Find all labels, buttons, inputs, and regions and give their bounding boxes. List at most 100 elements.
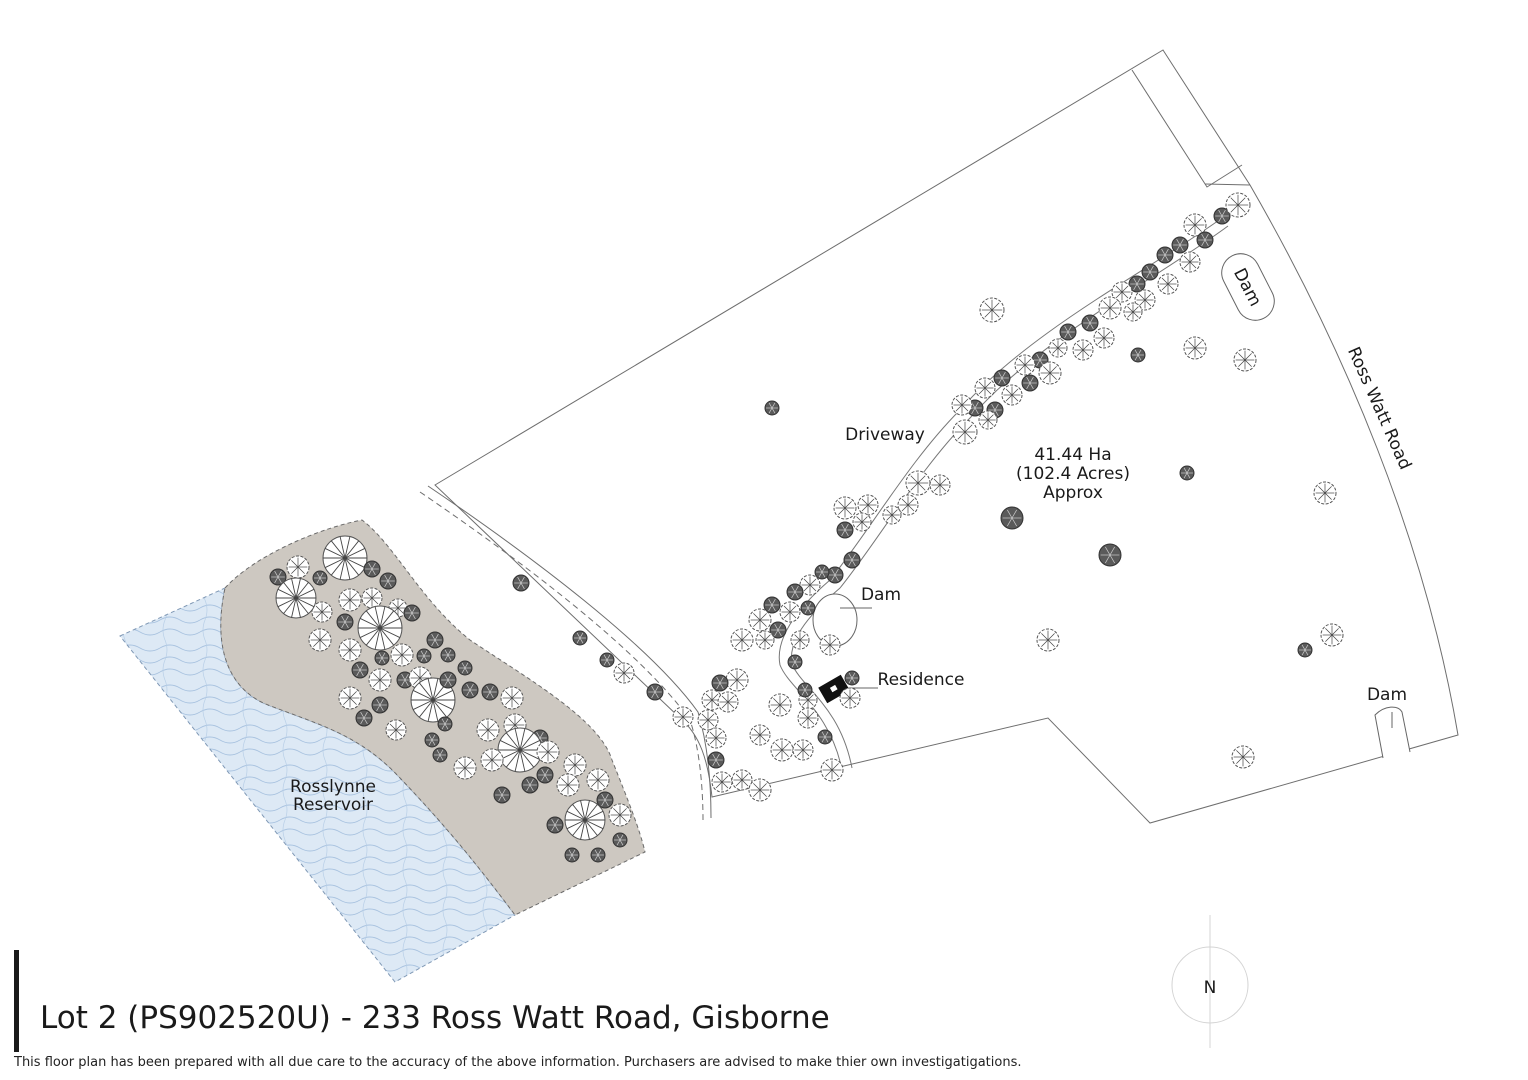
tree-icon bbox=[701, 689, 723, 711]
tree-icon bbox=[1134, 289, 1156, 311]
tree-icon bbox=[374, 650, 390, 666]
reservoir-label-line1: Rosslynne bbox=[290, 777, 376, 797]
tree-icon bbox=[707, 751, 725, 769]
tree-icon bbox=[355, 709, 373, 727]
area-approx-label: Approx bbox=[1043, 483, 1103, 503]
area-acres-label: (102.4 Acres) bbox=[1016, 464, 1130, 484]
tree-icon bbox=[497, 727, 543, 773]
tree-icon bbox=[839, 687, 861, 709]
tree-icon bbox=[608, 803, 632, 827]
tree-icon bbox=[730, 628, 754, 652]
tree-icon bbox=[731, 769, 753, 791]
tree-icon bbox=[1233, 348, 1257, 372]
tree-icon bbox=[1183, 213, 1207, 237]
tree-icon bbox=[748, 778, 772, 802]
tree-icon bbox=[797, 682, 813, 698]
tree-icon bbox=[790, 630, 810, 650]
tree-icon bbox=[564, 799, 606, 841]
tree-icon bbox=[800, 600, 816, 616]
tree-icon bbox=[1313, 481, 1337, 505]
tree-icon bbox=[590, 847, 606, 863]
tree-icon bbox=[978, 410, 998, 430]
tree-icon bbox=[711, 674, 729, 692]
tree-icon bbox=[410, 677, 456, 723]
tree-icon bbox=[493, 786, 511, 804]
tree-icon bbox=[1130, 347, 1146, 363]
north-arrow: N bbox=[1171, 915, 1249, 1048]
tree-icon bbox=[480, 748, 504, 772]
tree-icon bbox=[312, 570, 328, 586]
tree-icon bbox=[852, 512, 872, 532]
tree-icon bbox=[357, 605, 403, 651]
tree-icon bbox=[826, 566, 844, 584]
tree-icon bbox=[1059, 323, 1077, 341]
tree-icon bbox=[461, 681, 479, 699]
dam-east-label: Dam bbox=[1367, 685, 1407, 705]
tree-icon bbox=[769, 621, 787, 639]
tree-icon bbox=[905, 470, 931, 496]
tree-icon bbox=[1196, 231, 1214, 249]
tree-icon bbox=[338, 588, 362, 612]
tree-icon bbox=[1179, 251, 1201, 273]
tree-icon bbox=[748, 608, 772, 632]
tree-icon bbox=[563, 753, 587, 777]
reservoir bbox=[119, 519, 646, 983]
tree-icon bbox=[1179, 465, 1195, 481]
tree-icon bbox=[705, 727, 727, 749]
dam-centre bbox=[812, 593, 872, 647]
dam-east bbox=[1374, 706, 1411, 759]
area-ha-label: 41.44 Ha bbox=[1034, 445, 1111, 465]
tree-icon bbox=[564, 847, 580, 863]
tree-icon bbox=[512, 574, 530, 592]
tree-icon bbox=[1123, 302, 1143, 322]
tree-icon bbox=[1098, 296, 1122, 320]
tree-icon bbox=[1081, 314, 1099, 332]
tree-icon bbox=[1072, 339, 1094, 361]
tree-icon bbox=[993, 369, 1011, 387]
tree-icon bbox=[672, 706, 694, 728]
tree-icon bbox=[275, 577, 317, 619]
tree-icon bbox=[952, 419, 978, 445]
tree-icon bbox=[1111, 281, 1133, 303]
title-accent-bar bbox=[14, 950, 19, 1052]
tree-icon bbox=[857, 494, 879, 516]
tree-icon bbox=[844, 670, 860, 686]
tree-icon bbox=[786, 583, 804, 601]
tree-icon bbox=[836, 521, 854, 539]
tree-icon bbox=[368, 668, 392, 692]
tree-icon bbox=[725, 668, 749, 692]
tree-icon bbox=[424, 732, 440, 748]
dam-north bbox=[1221, 253, 1275, 321]
tree-icon bbox=[322, 535, 368, 581]
tree-icon bbox=[385, 719, 407, 741]
tree-icon bbox=[787, 654, 803, 670]
tree-icon bbox=[697, 709, 719, 731]
tree-icon bbox=[286, 555, 310, 579]
plan-title: Lot 2 (PS902520U) - 233 Ross Watt Road, … bbox=[40, 1000, 830, 1036]
tree-icon bbox=[336, 613, 354, 631]
tree-icon bbox=[379, 572, 397, 590]
property-boundary bbox=[434, 49, 1459, 824]
tree-icon bbox=[1183, 336, 1207, 360]
tree-icon bbox=[951, 394, 973, 416]
tree-icon bbox=[1157, 273, 1179, 295]
disclaimer-text: This floor plan has been prepared with a… bbox=[14, 1055, 1022, 1070]
tree-icon bbox=[764, 400, 780, 416]
tree-icon bbox=[1320, 623, 1344, 647]
tree-icon bbox=[1036, 628, 1060, 652]
tree-icon bbox=[1048, 338, 1068, 358]
tree-icon bbox=[1225, 192, 1251, 218]
tree-icon bbox=[536, 740, 560, 764]
dam-centre-label: Dam bbox=[861, 585, 901, 605]
trees bbox=[269, 192, 1344, 863]
tree-icon bbox=[1093, 327, 1115, 349]
tree-icon bbox=[792, 739, 814, 761]
tree-icon bbox=[476, 718, 500, 742]
tree-icon bbox=[612, 832, 628, 848]
north-label: N bbox=[1204, 978, 1217, 998]
tree-icon bbox=[1156, 246, 1174, 264]
tree-icon bbox=[437, 716, 453, 732]
tree-icon bbox=[763, 596, 781, 614]
tree-icon bbox=[481, 683, 499, 701]
tree-icon bbox=[338, 686, 362, 710]
